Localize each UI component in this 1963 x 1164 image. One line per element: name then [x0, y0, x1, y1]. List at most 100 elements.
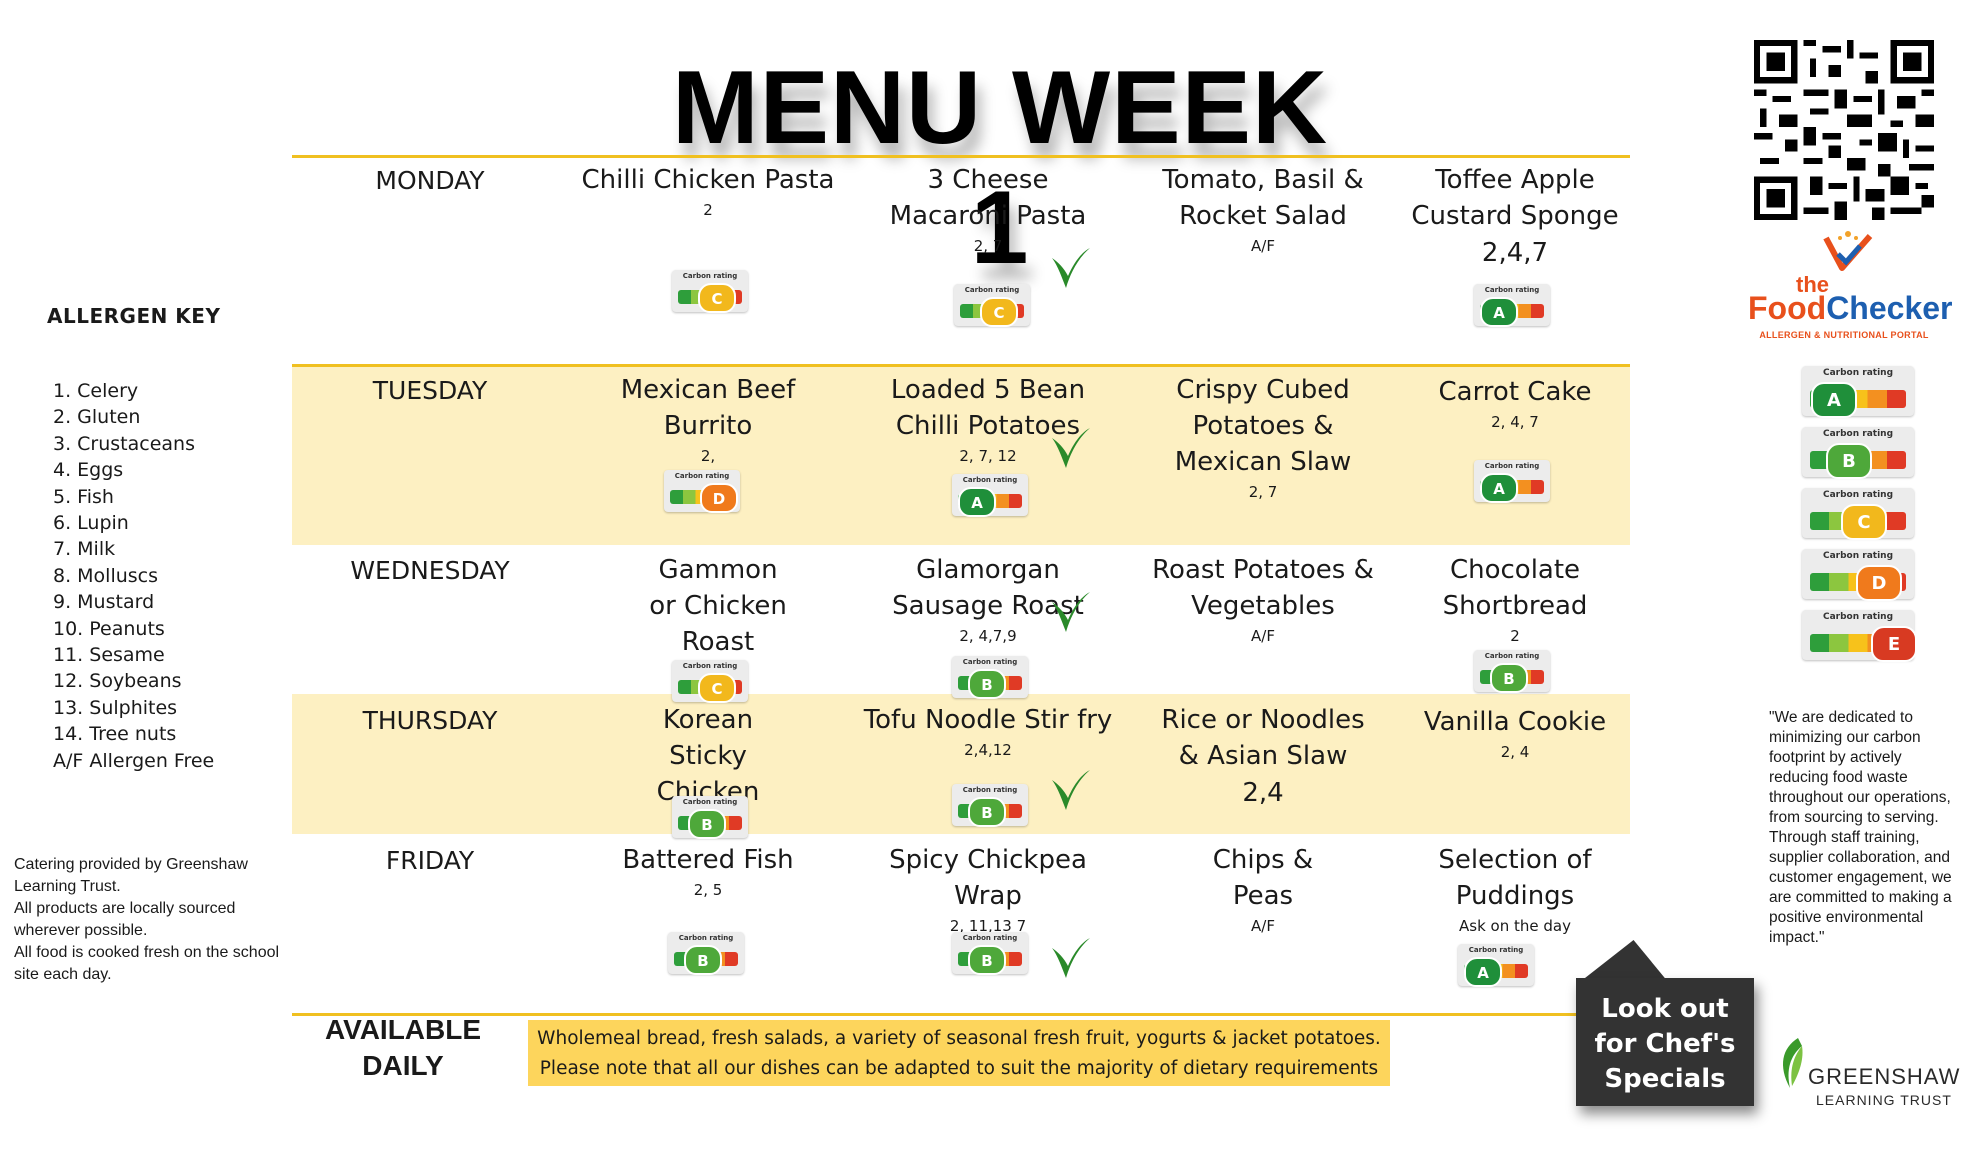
carbon-rating-label: Carbon rating — [682, 662, 738, 670]
carbon-rating-label: Carbon rating — [1822, 429, 1894, 439]
allergen-item: 12. Soybeans — [53, 670, 182, 693]
foodchecker-subtitle: ALLERGEN & NUTRITIONAL PORTAL — [1759, 330, 1929, 340]
allergen-key-title: ALLERGEN KEY — [47, 304, 221, 328]
available-line-1: Wholemeal bread, fresh salads, a variety… — [537, 1028, 1381, 1049]
carbon-rating-label: Carbon rating — [1822, 612, 1894, 622]
allergen-codes: 2 — [1510, 627, 1520, 645]
dish-name: 3 Cheese Macaroni Pasta — [889, 165, 1087, 231]
dish-name: Chilli Chicken Pasta — [581, 165, 835, 195]
vegetarian-icon — [1052, 592, 1090, 632]
allergen-key-list: 1. Celery 2. Gluten 3. Crustaceans 4. Eg… — [53, 378, 214, 774]
menu-cell: Loaded 5 Bean Chilli Potatoes 2, 7, 12 — [858, 372, 1118, 466]
allergen-item: A/F Allergen Free — [53, 749, 215, 772]
carbon-rating-label: Carbon rating — [1484, 652, 1540, 660]
vegetarian-icon — [1052, 938, 1090, 978]
menu-cell: Chocolate Shortbread 2 — [1400, 552, 1630, 646]
carbon-rating-cloud-icon: B — [684, 945, 722, 975]
dish-name: Vanilla Cookie — [1423, 707, 1607, 737]
divider — [292, 155, 1630, 158]
allergen-codes: 2, 7 — [973, 237, 1003, 255]
carbon-rating-cloud-icon: D — [700, 483, 738, 513]
allergen-item: 9. Mustard — [53, 591, 155, 614]
carbon-rating-label: Carbon rating — [962, 934, 1018, 942]
carbon-rating-cloud-icon: B — [968, 669, 1006, 699]
carbon-rating-cloud-icon: C — [980, 297, 1018, 327]
foodchecker-the: the — [1796, 272, 1829, 297]
catering-note-line: All products are locally sourced whereve… — [14, 900, 236, 939]
page-title: MENU WEEK 1 — [671, 50, 1329, 286]
menu-cell: Spicy Chickpea Wrap 2, 11,13 7 — [858, 842, 1118, 936]
leaf-icon — [1783, 1038, 1803, 1088]
speech-bubble-tail — [1582, 940, 1690, 980]
catering-note-line: Catering provided by Greenshaw Learning … — [14, 856, 248, 895]
menu-cell: Mexican Beef Burrito 2, — [578, 372, 838, 466]
carbon-rating-label: Carbon rating — [1484, 286, 1540, 294]
foodchecker-logo: the FoodChecker ALLERGEN & NUTRITIONAL P… — [1748, 228, 1952, 348]
menu-cell: Carrot Cake 2, 4, 7 — [1400, 374, 1630, 432]
carbon-rating-cloud-icon: C — [698, 283, 736, 313]
greenshaw-logo: GREENSHAW LEARNING TRUST — [1776, 1030, 1959, 1120]
carbon-rating-label: Carbon rating — [962, 786, 1018, 794]
allergen-codes: 2,4,12 — [964, 741, 1012, 759]
carbon-rating-cloud-icon: A — [1811, 382, 1857, 418]
allergen-codes: 2, 11,13 7 — [949, 917, 1027, 935]
allergen-item: 13. Sulphites — [53, 696, 178, 719]
allergen-codes: 2,4,7 — [1481, 238, 1549, 268]
dish-name: Chips & Peas — [1212, 845, 1314, 911]
foodchecker-name-food: Food — [1748, 290, 1827, 326]
allergen-item: 4. Eggs — [53, 459, 124, 482]
foodchecker-name: FoodChecker — [1748, 290, 1952, 327]
carbon-rating-cloud-icon: B — [1490, 663, 1528, 693]
allergen-codes: 2, 4, 7 — [1491, 413, 1539, 431]
menu-cell: Glamorgan Sausage Roast 2, 4,7,9 — [858, 552, 1118, 646]
dish-name: Rice or Noodles & Asian Slaw — [1161, 705, 1365, 771]
carbon-rating-label: Carbon rating — [962, 658, 1018, 666]
carbon-rating-label: Carbon rating — [962, 476, 1018, 484]
allergen-item: 3. Crustaceans — [53, 432, 195, 455]
carbon-rating-cloud-icon: B — [968, 945, 1006, 975]
carbon-rating-label: Carbon rating — [682, 798, 738, 806]
allergen-item: 8. Molluscs — [53, 564, 159, 587]
carbon-rating-cloud-icon: A — [958, 487, 996, 517]
carbon-rating-label: Carbon rating — [678, 934, 734, 942]
greenshaw-subtitle: LEARNING TRUST — [1816, 1092, 1952, 1108]
menu-cell: Tomato, Basil & Rocket Salad A/F — [1148, 162, 1378, 256]
allergen-codes: A/F — [1251, 917, 1275, 935]
carbon-rating-label: Carbon rating — [1822, 551, 1894, 561]
menu-cell: Chilli Chicken Pasta 2 — [578, 162, 838, 220]
available-daily-box: Wholemeal bread, fresh salads, a variety… — [528, 1020, 1390, 1086]
dish-name: Spicy Chickpea Wrap — [889, 845, 1087, 911]
dish-name: Selection of Puddings — [1438, 845, 1592, 911]
carbon-rating-cloud-icon: E — [1871, 626, 1917, 662]
vegetarian-icon — [1052, 428, 1090, 468]
allergen-item: 6. Lupin — [53, 512, 129, 535]
vegetarian-icon — [1052, 248, 1090, 288]
allergen-item: 7. Milk — [53, 538, 116, 561]
day-monday: MONDAY — [375, 166, 485, 195]
sustainability-quote: "We are dedicated to minimizing our carb… — [1769, 709, 1952, 946]
allergen-codes: 2, 5 — [693, 881, 723, 899]
divider — [292, 364, 1630, 367]
carbon-rating-cloud-icon: D — [1856, 565, 1902, 601]
allergen-codes: 2, — [700, 447, 716, 465]
foodchecker-logo-icon — [1823, 231, 1873, 271]
carbon-rating-cloud-icon: B — [968, 797, 1006, 827]
dish-name: Tofu Noodle Stir fry — [863, 705, 1113, 735]
allergen-item: 1. Celery — [53, 380, 139, 402]
dish-name: Battered Fish — [622, 845, 794, 875]
allergen-codes: A/F — [1251, 237, 1275, 255]
dish-name: Toffee Apple Custard Sponge — [1411, 165, 1619, 231]
carbon-rating-cloud-icon: A — [1480, 297, 1518, 327]
